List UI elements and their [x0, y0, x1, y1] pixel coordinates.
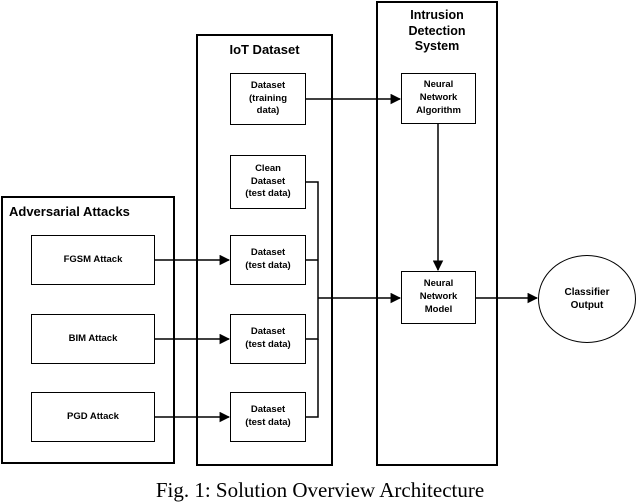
line-bim-merge — [306, 298, 319, 340]
pgd-attack-box: PGD Attack — [31, 392, 155, 442]
training-dataset-box: Dataset (training data) — [230, 73, 306, 125]
line-pgd-merge — [306, 339, 319, 418]
bim-dataset-box: Dataset (test data) — [230, 314, 306, 364]
adversarial-attacks-title: Adversarial Attacks — [9, 204, 130, 219]
figure-caption: Fig. 1: Solution Overview Architecture — [155, 478, 485, 502]
classifier-output-circle: Classifier Output — [538, 255, 636, 343]
intrusion-detection-title: Intrusion Detection System — [408, 8, 466, 54]
fgsm-attack-box: FGSM Attack — [31, 235, 155, 285]
clean-dataset-box: Clean Dataset (test data) — [230, 155, 306, 209]
neural-network-algorithm-box: Neural Network Algorithm — [401, 73, 476, 124]
line-clean-merge — [306, 181, 319, 298]
bim-attack-box: BIM Attack — [31, 314, 155, 364]
fgsm-dataset-box: Dataset (test data) — [230, 235, 306, 285]
neural-network-model-box: Neural Network Model — [401, 271, 476, 324]
iot-dataset-title: IoT Dataset — [229, 42, 300, 57]
pgd-dataset-box: Dataset (test data) — [230, 392, 306, 442]
